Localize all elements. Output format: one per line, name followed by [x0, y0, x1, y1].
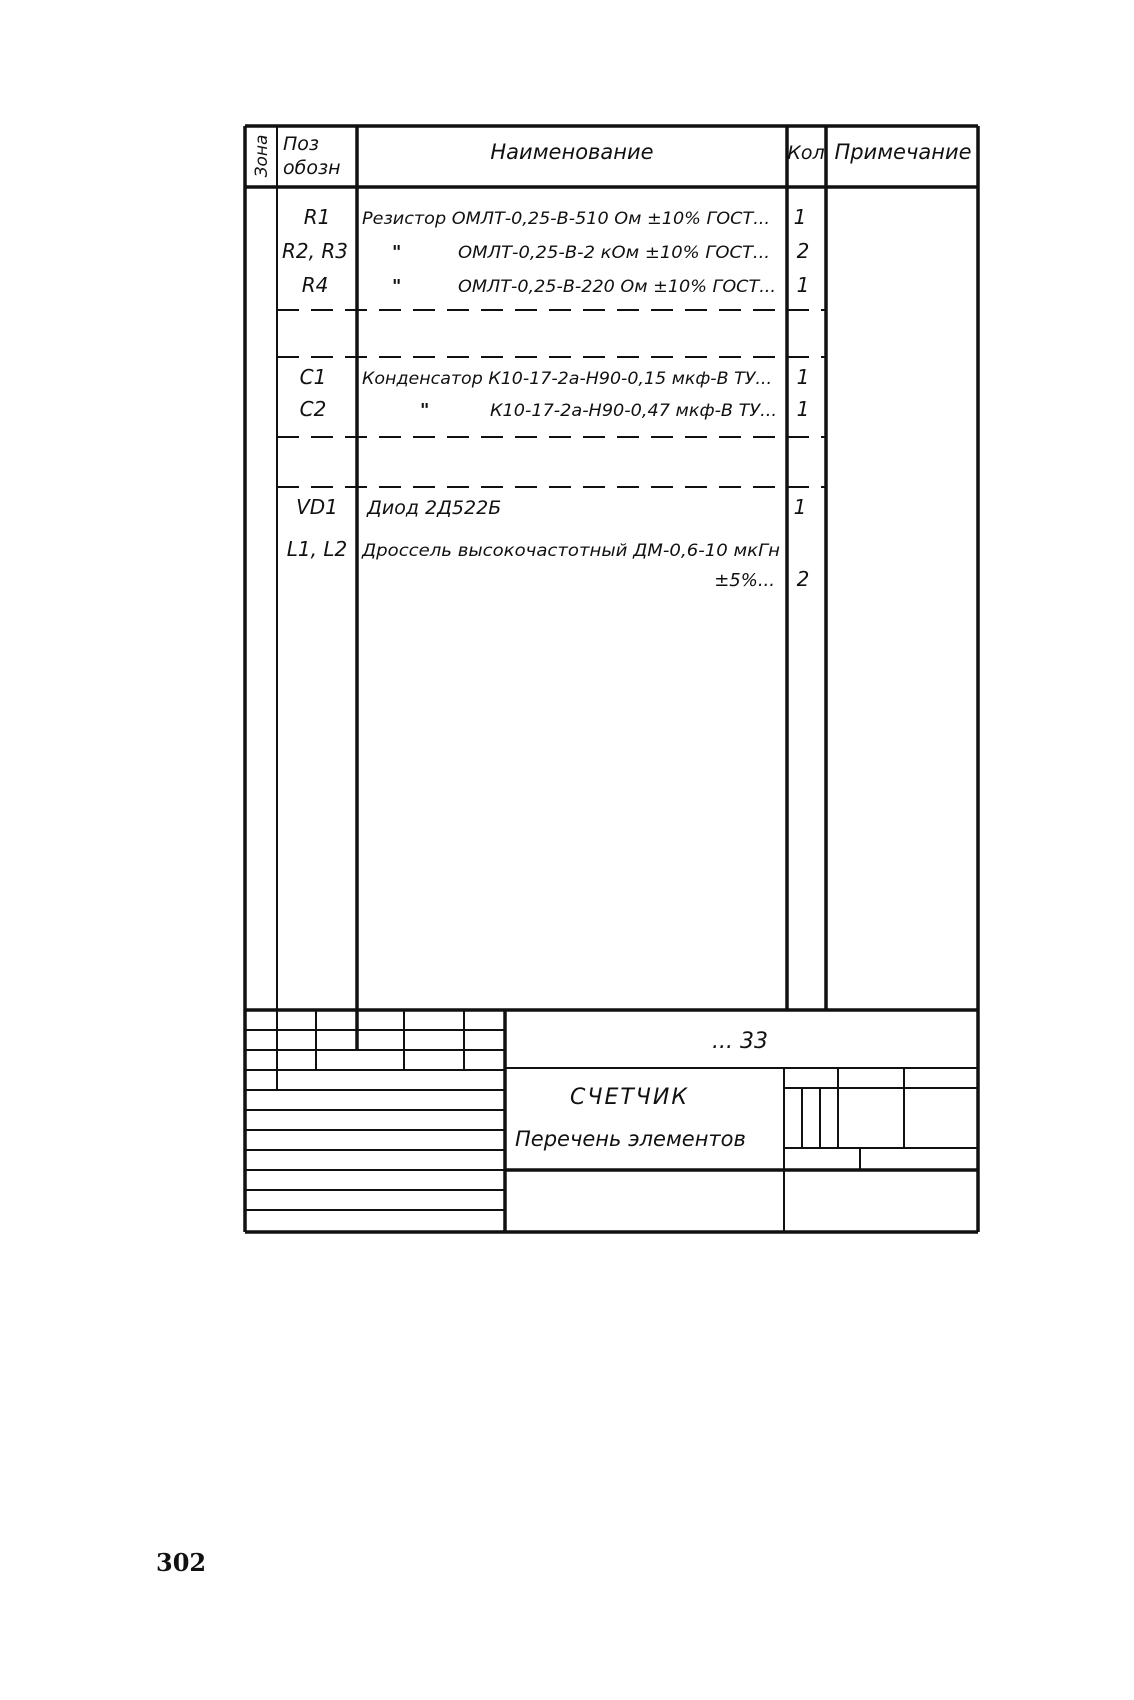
row-name: Дроссель высокочастотный ДМ-0,6-10 мкГн	[361, 541, 780, 561]
header-note: Примечание	[834, 140, 971, 164]
row-qty: 2	[797, 567, 810, 591]
row-pos: R4	[302, 273, 329, 297]
row-qty: 1	[794, 205, 807, 229]
table-row: R4 " ОМЛТ-0,25-В-220 Ом ±10% ГОСТ... 1	[302, 273, 810, 297]
header-pos-line1: Поз	[283, 133, 319, 155]
document-name: Перечень элементов	[515, 1127, 746, 1151]
row-pos: R2, R3	[282, 239, 348, 263]
title-block: ... 33 СЧЕТЧИК Перечень элементов	[245, 1010, 978, 1234]
header-pos-line2: обозн	[283, 157, 341, 179]
row-name-line2: ±5%...	[714, 570, 775, 591]
row-name: Конденсатор К10-17-2а-Н90-0,15 мкф-В ТУ.…	[362, 369, 772, 389]
product-name: СЧЕТЧИК	[570, 1085, 689, 1110]
row-qty: 1	[794, 495, 807, 519]
header-name: Наименование	[490, 140, 653, 164]
row-ditto-mark: "	[392, 242, 401, 263]
row-pos: C1	[300, 365, 327, 389]
row-name: К10-17-2а-Н90-0,47 мкф-В ТУ...	[490, 401, 777, 421]
table-row: R1 Резистор ОМЛТ-0,25-В-510 Ом ±10% ГОСТ…	[304, 205, 807, 229]
table-rows: R1 Резистор ОМЛТ-0,25-В-510 Ом ±10% ГОСТ…	[282, 205, 809, 591]
row-name: ОМЛТ-0,25-В-2 кОм ±10% ГОСТ...	[458, 243, 770, 263]
row-name: ОМЛТ-0,25-В-220 Ом ±10% ГОСТ...	[458, 277, 776, 297]
row-qty: 2	[797, 239, 810, 263]
row-ditto-mark: "	[420, 400, 429, 421]
row-pos: L1, L2	[287, 537, 347, 561]
dashed-separators	[277, 309, 826, 488]
row-pos: R1	[304, 205, 331, 229]
row-qty: 1	[797, 397, 810, 421]
row-name: Резистор ОМЛТ-0,25-В-510 Ом ±10% ГОСТ...	[362, 209, 770, 229]
row-name: Диод 2Д522Б	[366, 497, 501, 519]
row-pos: C2	[300, 397, 327, 421]
table-row: L1, L2 Дроссель высокочастотный ДМ-0,6-1…	[287, 537, 810, 591]
header-qty: Кол	[787, 142, 824, 164]
table-header: Зона Поз обозн Наименование Кол Примечан…	[252, 133, 972, 179]
page-number: 302	[156, 1548, 207, 1577]
table-row: C1 Конденсатор К10-17-2а-Н90-0,15 мкф-В …	[300, 365, 810, 389]
table-row: C2 " К10-17-2а-Н90-0,47 мкф-В ТУ... 1	[300, 397, 810, 421]
element-list-table	[243, 124, 980, 1232]
row-pos: VD1	[296, 495, 338, 519]
header-zone: Зона	[252, 135, 272, 178]
row-ditto-mark: "	[392, 276, 401, 297]
table-row: R2, R3 " ОМЛТ-0,25-В-2 кОм ±10% ГОСТ... …	[282, 239, 809, 263]
row-qty: 1	[797, 273, 810, 297]
document-designation: ... 33	[712, 1029, 768, 1054]
row-qty: 1	[797, 365, 810, 389]
table-row: VD1 Диод 2Д522Б 1	[296, 495, 806, 519]
